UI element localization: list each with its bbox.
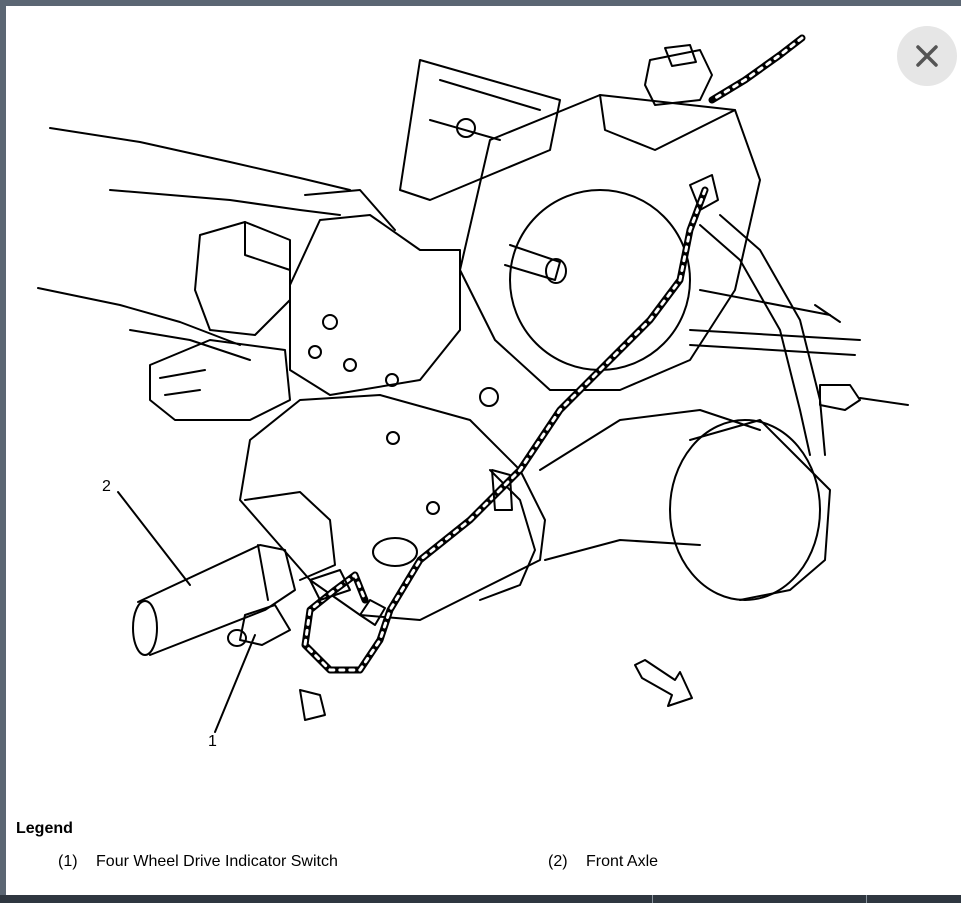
legend-item-number: (2) (548, 853, 568, 870)
legend-item-1: (1) Four Wheel Drive Indicator Switch (58, 853, 338, 871)
clamp-ring (509, 189, 691, 371)
callout-1: 1 (208, 733, 217, 750)
mount-bracket (194, 221, 291, 336)
legend-item-label: Front Axle (586, 853, 659, 870)
legend-title: Legend (16, 820, 73, 837)
front-direction-arrow (634, 659, 693, 707)
close-icon (916, 45, 938, 67)
divider (652, 895, 653, 903)
window-frame-left (0, 0, 6, 903)
window-frame-bottom (0, 895, 961, 903)
legend-item-2: (2) Front Axle (548, 853, 658, 871)
close-button[interactable] (897, 26, 957, 86)
axle-tube-end (669, 419, 821, 601)
transfer-housing (459, 94, 761, 391)
mounting-plate (289, 214, 461, 396)
divider (866, 895, 867, 903)
differential-housing (239, 394, 546, 621)
callout-2: 2 (102, 478, 111, 495)
frame-rail (49, 127, 351, 191)
indicator-switch (239, 604, 291, 646)
legend-item-label: Four Wheel Drive Indicator Switch (96, 853, 338, 870)
window-frame-top (0, 0, 961, 6)
front-axle-shaft (137, 544, 296, 656)
legend-item-number: (1) (58, 853, 78, 870)
